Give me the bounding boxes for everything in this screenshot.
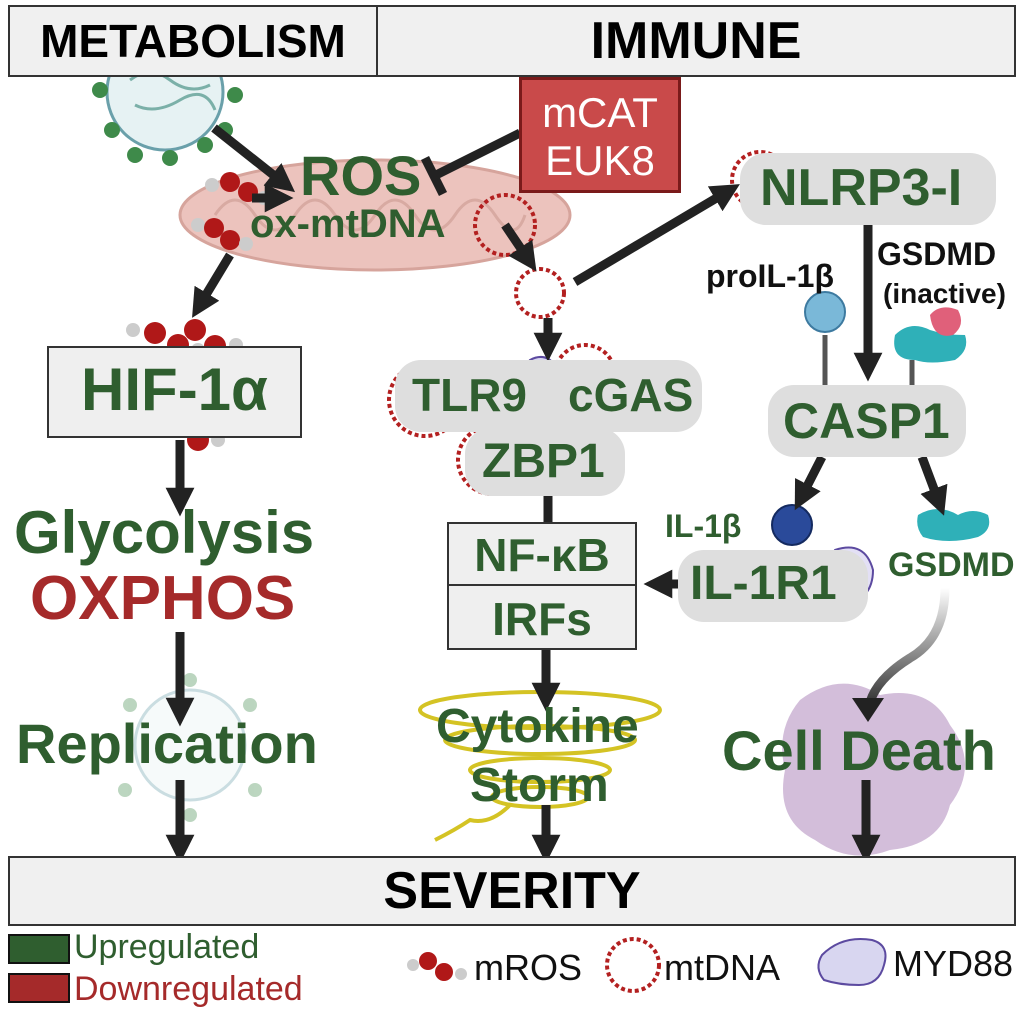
il1b-label: IL-1β (665, 508, 742, 544)
replication-label: Replication (16, 712, 318, 775)
il1r1-pill (678, 550, 868, 622)
legend-mtdna-label: mtDNA (664, 947, 780, 988)
irfs-box (447, 584, 637, 650)
nlrp3-pill (740, 153, 996, 225)
zbp1-pill (465, 428, 625, 496)
cytokine-storm-icon (418, 690, 662, 842)
inhibitor-box: mCAT EUK8 (519, 77, 681, 193)
gsdmd-inactive-label: GSDMD (877, 236, 997, 272)
casp1-label: CASP1 (783, 393, 950, 449)
gsdmd-label: GSDMD (888, 546, 1015, 584)
storm-label: Storm (470, 759, 609, 812)
casp1-pill (768, 385, 966, 457)
legend-down-swatch (8, 973, 70, 1003)
legend-mros-label: mROS (474, 947, 582, 988)
tlr9-label: TLR9 (412, 369, 527, 421)
glycolysis-label: Glycolysis (14, 499, 315, 566)
legend-myd88-label: MYD88 (893, 943, 1014, 984)
severity-bar: SEVERITY (8, 856, 1016, 926)
celldeath-label: Cell Death (722, 719, 996, 782)
zbp1-label: ZBP1 (482, 435, 605, 488)
inhibitor-mcat-label: mCAT (542, 89, 658, 136)
gsdmd-inactive-sub-label: (inactive) (883, 278, 1006, 309)
nfkb-label: NF-κB (474, 529, 610, 581)
hif-box (47, 346, 302, 438)
il1r1-label: IL-1R1 (690, 557, 837, 610)
oxphos-label: OXPHOS (30, 564, 296, 633)
legend-down-label: Downregulated (74, 970, 303, 1008)
legend-up-swatch (8, 934, 70, 964)
irfs-label: IRFs (492, 593, 592, 645)
cgas-label: cGAS (568, 369, 694, 421)
immune-header: IMMUNE (376, 5, 1016, 77)
oxmtdna-label: ox-mtDNA (250, 202, 446, 246)
hif-label: HIF-1α (81, 356, 268, 423)
legend-up-label: Upregulated (74, 928, 260, 966)
tlr9-cgas-pill (395, 360, 702, 432)
inhibitor-euk8-label: EUK8 (545, 137, 655, 184)
dying-cell-icon (782, 683, 965, 856)
ros-label: ROS (300, 144, 422, 207)
cytokine-label: Cytokine (436, 700, 639, 753)
metabolism-header: METABOLISM (8, 5, 378, 77)
nlrp3-label: NLRP3-I (760, 159, 963, 217)
proil1b-label: proIL-1β (706, 258, 834, 294)
